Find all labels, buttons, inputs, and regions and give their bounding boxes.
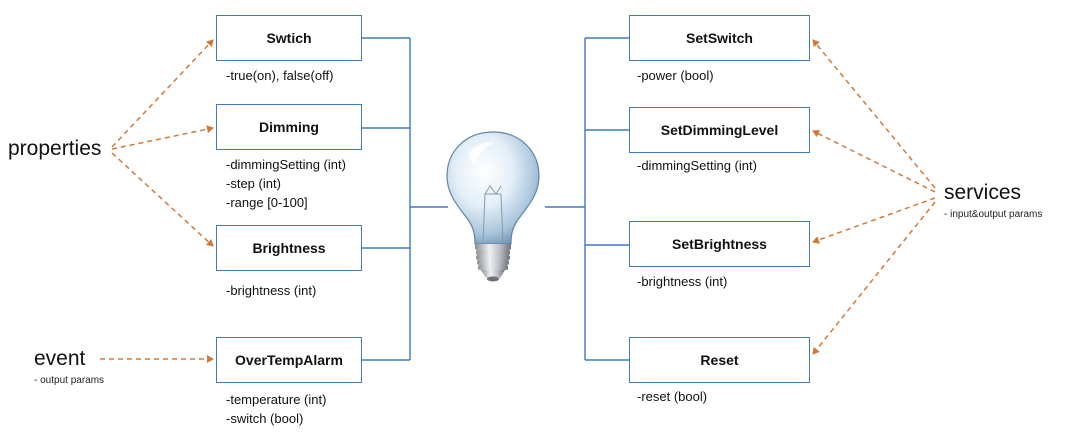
bulb-highlight: [468, 141, 496, 166]
property-params-swtich: -true(on), false(off): [226, 66, 333, 85]
service-params-setbrightness: -brightness (int): [637, 272, 727, 291]
property-name: Swtich: [266, 30, 312, 46]
property-box-dimming[interactable]: Dimming: [216, 104, 362, 150]
event-name: OverTempAlarm: [235, 352, 343, 368]
bulb-filament: [482, 185, 504, 243]
service-box-reset[interactable]: Reset: [629, 337, 810, 383]
property-box-brightness[interactable]: Brightness: [216, 225, 362, 271]
service-params-reset: -reset (bool): [637, 387, 707, 406]
arrow-services-reset: [812, 201, 936, 355]
arrow-services-setbrightness: [812, 197, 936, 244]
property-params-brightness: -brightness (int): [226, 281, 316, 300]
arrow-services-setdimminglevel: [812, 130, 936, 193]
param-line: -dimmingSetting (int): [226, 157, 346, 172]
param-line: -range [0-100]: [226, 195, 308, 210]
arrow-properties-dimming: [111, 125, 214, 150]
service-name: Reset: [700, 352, 739, 368]
param-line: -temperature (int): [226, 392, 327, 407]
service-params-setswitch: -power (bool): [637, 66, 714, 85]
left-connector-group: [362, 37, 448, 361]
param-line: -power (bool): [637, 68, 714, 83]
service-params-setdimminglevel: -dimmingSetting (int): [637, 156, 757, 175]
bulb-glass: [446, 131, 540, 245]
property-params-dimming: -dimmingSetting (int) -step (int) -range…: [226, 155, 346, 212]
event-label: event: [34, 347, 86, 370]
service-name: SetSwitch: [686, 30, 753, 46]
service-name: SetBrightness: [672, 236, 767, 252]
param-line: -dimmingSetting (int): [637, 158, 757, 173]
param-line: -brightness (int): [226, 283, 317, 298]
properties-label: properties: [8, 137, 102, 160]
service-box-setswitch[interactable]: SetSwitch: [629, 15, 810, 61]
event-box-overtempalarm[interactable]: OverTempAlarm: [216, 337, 362, 383]
property-box-swtich[interactable]: Swtich: [216, 15, 362, 61]
service-box-setdimminglevel[interactable]: SetDimmingLevel: [629, 107, 810, 153]
param-line: -switch (bool): [226, 411, 304, 426]
event-params-overtempalarm: -temperature (int) -switch (bool): [226, 390, 326, 428]
arrow-group: [100, 39, 936, 363]
lightbulb-icon: [446, 131, 540, 282]
property-name: Brightness: [252, 240, 326, 256]
property-name: Dimming: [259, 119, 319, 135]
event-sublabel: - output params: [34, 375, 105, 386]
param-line: -true(on), false(off): [226, 68, 334, 83]
param-line: -step (int): [226, 176, 281, 191]
arrow-properties-brightness: [111, 152, 214, 247]
param-line: -brightness (int): [637, 274, 728, 289]
right-connector-group: [545, 37, 629, 361]
param-line: -reset (bool): [637, 389, 708, 404]
services-sublabel: - input&output params: [944, 209, 1043, 220]
arrow-properties-swtich: [111, 39, 214, 148]
services-label: services: [944, 181, 1022, 204]
service-name: SetDimmingLevel: [660, 122, 779, 138]
bulb-base: [475, 244, 511, 282]
service-box-setbrightness[interactable]: SetBrightness: [629, 221, 810, 267]
arrow-services-setswitch: [812, 39, 936, 189]
